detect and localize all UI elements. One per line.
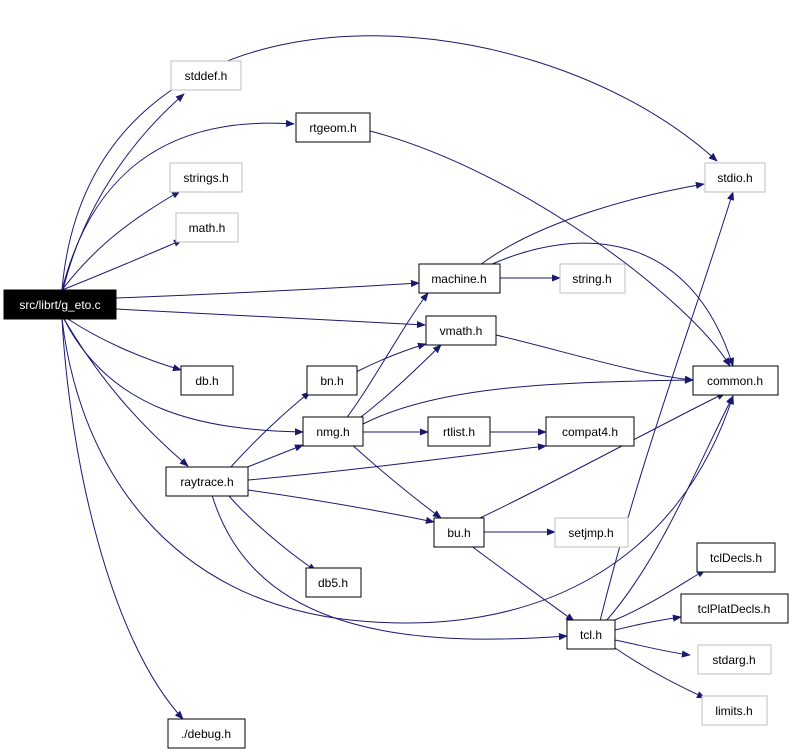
edge-root-stddef xyxy=(62,93,185,291)
node-label: src/librt/g_eto.c xyxy=(19,298,100,312)
node-vmath-h[interactable]: vmath.h xyxy=(425,315,497,346)
node-rtgeom-h[interactable]: rtgeom.h xyxy=(295,112,371,143)
edge-root-strings xyxy=(61,190,181,291)
edge-root-db xyxy=(67,318,182,372)
edge-tcl-stdio xyxy=(599,191,735,622)
node-tcldecls-h[interactable]: tclDecls.h xyxy=(696,542,776,573)
edge-bu-common xyxy=(479,392,726,519)
edge-raytrace-bn xyxy=(229,391,311,469)
edge-bn-vmath xyxy=(355,342,427,373)
edge-machine-common xyxy=(489,242,734,367)
edge-raytrace-tcl xyxy=(211,494,568,641)
node-label: vmath.h xyxy=(440,324,483,338)
node-label: rtlist.h xyxy=(443,425,475,439)
edge-root-machine xyxy=(115,279,420,299)
node-rtlist-h[interactable]: rtlist.h xyxy=(427,416,491,447)
edge-nmg-vmath xyxy=(356,344,442,421)
node-label: rtgeom.h xyxy=(309,121,356,135)
node-label: compat4.h xyxy=(562,425,618,439)
node-db-h[interactable]: db.h xyxy=(180,365,234,396)
edge-tcl-tclPlatDecls xyxy=(614,614,682,631)
edge-nmg-bu xyxy=(349,442,442,519)
node-math-h[interactable]: math.h xyxy=(175,212,239,243)
edge-bu-tcl xyxy=(469,544,575,622)
node-label: machine.h xyxy=(431,272,486,286)
node-label: nmg.h xyxy=(316,425,349,439)
node-debug-h[interactable]: ./debug.h xyxy=(167,718,246,749)
node-label: tclDecls.h xyxy=(710,551,762,565)
node-stdarg-h[interactable]: stdarg.h xyxy=(697,644,772,675)
node-stdio-h[interactable]: stdio.h xyxy=(704,162,766,193)
node-label: ./debug.h xyxy=(181,727,231,741)
node-bu-h[interactable]: bu.h xyxy=(433,517,485,548)
node-label: db5.h xyxy=(318,576,348,590)
edge-root-vmath xyxy=(115,308,426,329)
edge-tcl-stdarg xyxy=(614,639,691,658)
edge-root-math xyxy=(61,239,183,291)
node-nmg-h[interactable]: nmg.h xyxy=(302,416,364,447)
node-label: bn.h xyxy=(320,374,343,388)
edge-raytrace-db5 xyxy=(227,494,317,572)
node-label: limits.h xyxy=(715,704,752,718)
node-string-h[interactable]: string.h xyxy=(559,263,626,294)
node-label: tcl.h xyxy=(580,628,602,642)
edge-tcl-common xyxy=(605,395,734,622)
edge-vmath-common xyxy=(495,334,694,383)
node-tcl-h[interactable]: tcl.h xyxy=(566,619,616,650)
node-label: stdarg.h xyxy=(712,653,755,667)
edge-nmg-machine xyxy=(344,292,429,421)
node-label: db.h xyxy=(195,374,218,388)
edge-root-debug xyxy=(61,318,184,720)
edge-raytrace-compat4 xyxy=(247,443,547,481)
edge-machine-stdio xyxy=(479,181,705,266)
node-raytrace-h[interactable]: raytrace.h xyxy=(165,466,249,497)
node-label: string.h xyxy=(572,272,611,286)
node-label: raytrace.h xyxy=(180,475,233,489)
edges xyxy=(61,35,735,720)
edge-nmg-common xyxy=(362,376,694,425)
edge-tcl-limits xyxy=(614,647,706,699)
edge-root-raytrace xyxy=(63,318,189,467)
node-root-g-eto-c[interactable]: src/librt/g_eto.c xyxy=(3,289,117,320)
edge-raytrace-nmg xyxy=(244,444,304,469)
node-label: math.h xyxy=(189,221,226,235)
edge-rtgeom-common xyxy=(369,130,731,367)
edge-root-stdio xyxy=(61,35,718,291)
node-label: stdio.h xyxy=(717,171,752,185)
node-label: setjmp.h xyxy=(568,526,613,540)
edge-root-rtgeom xyxy=(61,119,295,291)
nodes: src/librt/g_eto.c stddef.h rtgeom.h stri… xyxy=(3,60,789,749)
edge-root-common xyxy=(61,318,734,624)
node-db5-h[interactable]: db5.h xyxy=(305,567,362,598)
node-common-h[interactable]: common.h xyxy=(692,365,779,396)
node-limits-h[interactable]: limits.h xyxy=(701,695,768,726)
node-stddef-h[interactable]: stddef.h xyxy=(170,60,242,91)
node-label: stddef.h xyxy=(185,69,228,83)
node-label: strings.h xyxy=(183,171,228,185)
node-label: bu.h xyxy=(447,526,470,540)
node-label: tclPlatDecls.h xyxy=(698,602,771,616)
node-compat4-h[interactable]: compat4.h xyxy=(545,416,635,447)
node-machine-h[interactable]: machine.h xyxy=(418,263,501,294)
node-strings-h[interactable]: strings.h xyxy=(169,162,243,193)
edge-tcl-tclDecls xyxy=(614,569,706,621)
node-bn-h[interactable]: bn.h xyxy=(306,365,358,396)
edge-raytrace-bu xyxy=(247,489,435,524)
node-setjmp-h[interactable]: setjmp.h xyxy=(554,517,629,548)
node-tclplatdecls-h[interactable]: tclPlatDecls.h xyxy=(680,593,789,624)
node-label: common.h xyxy=(707,374,763,388)
